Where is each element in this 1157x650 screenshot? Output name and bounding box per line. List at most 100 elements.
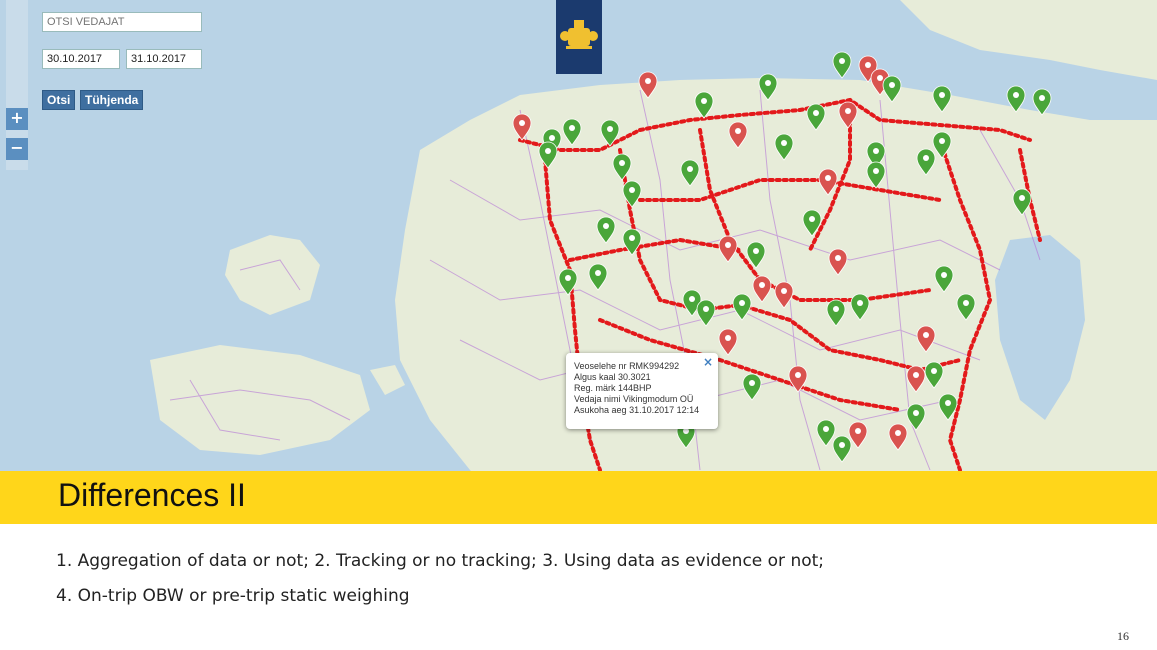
map-marker-red[interactable] [818, 168, 838, 196]
date-from-field[interactable] [42, 49, 120, 69]
map-marker-red[interactable] [888, 423, 908, 451]
map-marker-dot [619, 160, 625, 166]
map-marker-red[interactable] [838, 101, 858, 129]
map-marker-dot [735, 128, 741, 134]
map-marker-dot [857, 300, 863, 306]
map-marker-green[interactable] [680, 159, 700, 187]
map-marker-dot [855, 428, 861, 434]
map-marker-green[interactable] [588, 263, 608, 291]
map-marker-green[interactable] [850, 293, 870, 321]
map-marker-dot [645, 78, 651, 84]
map-marker-green[interactable] [1012, 188, 1032, 216]
map-marker-dot [687, 166, 693, 172]
map-marker-green[interactable] [1032, 88, 1052, 116]
map-marker-dot [895, 430, 901, 436]
marker-popup: × Veoselehe nr RMK994292 Algus kaal 30.3… [566, 353, 718, 429]
map-marker-green[interactable] [866, 141, 886, 169]
map-marker-red[interactable] [728, 121, 748, 149]
map-marker-green[interactable] [558, 268, 578, 296]
map-marker-green[interactable] [924, 361, 944, 389]
map-marker-dot [753, 248, 759, 254]
popup-row-waybill: Veoselehe nr RMK994292 [574, 361, 680, 371]
map-marker-dot [945, 400, 951, 406]
map-marker-green[interactable] [742, 373, 762, 401]
map-marker-red[interactable] [774, 281, 794, 309]
map-marker-red[interactable] [752, 275, 772, 303]
map-marker-green[interactable] [882, 75, 902, 103]
map-marker-green[interactable] [596, 216, 616, 244]
map-marker-green[interactable] [934, 265, 954, 293]
map-marker-green[interactable] [732, 293, 752, 321]
map-marker-red[interactable] [638, 71, 658, 99]
map-marker-green[interactable] [696, 299, 716, 327]
date-to-field[interactable] [126, 49, 202, 69]
map-marker-dot [683, 428, 689, 434]
map-marker-green[interactable] [932, 131, 952, 159]
map-marker-green[interactable] [802, 209, 822, 237]
map-marker-green[interactable] [938, 393, 958, 421]
popup-row-carrier: Vedaja nimi Vikingmodum OÜ [574, 394, 694, 404]
map-marker-red[interactable] [906, 365, 926, 393]
map-marker-red[interactable] [718, 328, 738, 356]
map-marker-green[interactable] [774, 133, 794, 161]
map-marker-green[interactable] [826, 299, 846, 327]
map-marker-dot [1013, 92, 1019, 98]
map-marker-dot [701, 98, 707, 104]
map-marker-red[interactable] [718, 235, 738, 263]
map-marker-green[interactable] [832, 435, 852, 463]
map-marker-dot [629, 235, 635, 241]
map-marker-green[interactable] [622, 228, 642, 256]
map-marker-green[interactable] [1006, 85, 1026, 113]
map-marker-dot [739, 300, 745, 306]
map-marker-green[interactable] [562, 118, 582, 146]
map-marker-green[interactable] [916, 148, 936, 176]
map-marker-green[interactable] [600, 119, 620, 147]
map-marker-dot [809, 216, 815, 222]
map-marker-dot [823, 426, 829, 432]
map-marker-red[interactable] [512, 113, 532, 141]
map-marker-dot [549, 135, 555, 141]
popup-row-reg-plate: Reg. märk 144BHP [574, 383, 652, 393]
map-marker-dot [839, 442, 845, 448]
map-marker-red[interactable] [848, 421, 868, 449]
map-marker-dot [873, 148, 879, 154]
map-marker-dot [889, 82, 895, 88]
map-marker-dot [703, 306, 709, 312]
map-marker-green[interactable] [694, 91, 714, 119]
map-marker-dot [873, 168, 879, 174]
map-marker-green[interactable] [806, 103, 826, 131]
map-marker-green[interactable] [906, 403, 926, 431]
map-marker-red[interactable] [828, 248, 848, 276]
map-marker-dot [749, 380, 755, 386]
map-marker-green[interactable] [612, 153, 632, 181]
map-marker-dot [913, 410, 919, 416]
search-button[interactable]: Otsi [42, 90, 76, 110]
carrier-search-input[interactable] [42, 12, 202, 32]
map-marker-red[interactable] [788, 365, 808, 393]
map-marker-green[interactable] [622, 180, 642, 208]
map-marker-green[interactable] [832, 51, 852, 79]
zoom-in-button[interactable]: + [6, 108, 28, 130]
map-marker-green[interactable] [758, 73, 778, 101]
map-marker-green[interactable] [866, 161, 886, 189]
map-marker-dot [603, 223, 609, 229]
map-marker-green[interactable] [538, 141, 558, 169]
title-band: Differences II [0, 471, 1157, 524]
map-marker-green[interactable] [746, 241, 766, 269]
finland-coast [900, 0, 1157, 80]
map-marker-dot [595, 270, 601, 276]
muhu [370, 365, 405, 395]
bullet-line-2: 4. On-trip OBW or pre-trip static weighi… [56, 586, 410, 606]
clear-button[interactable]: Tühjenda [80, 90, 144, 110]
map-marker-dot [1019, 195, 1025, 201]
map-marker-green[interactable] [956, 293, 976, 321]
map-marker-dot [939, 92, 945, 98]
map-marker-red[interactable] [916, 325, 936, 353]
map-marker-dot [865, 62, 871, 68]
peipsi-lake [995, 235, 1085, 420]
map-marker-dot [795, 372, 801, 378]
close-icon[interactable]: × [702, 355, 713, 369]
map-marker-green[interactable] [816, 419, 836, 447]
map-marker-green[interactable] [932, 85, 952, 113]
zoom-out-button[interactable]: − [6, 138, 28, 160]
